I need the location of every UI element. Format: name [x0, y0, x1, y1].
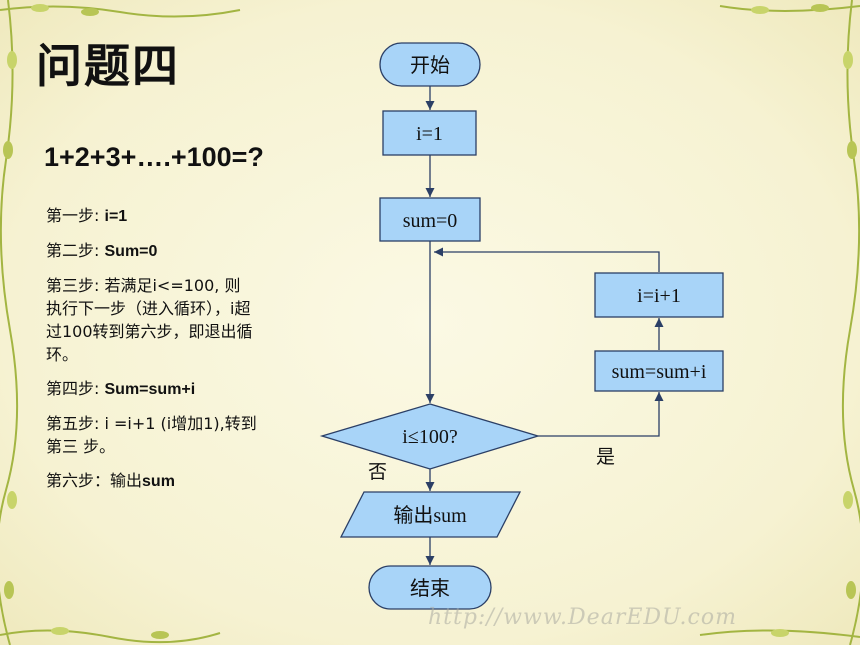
step-3-line-3: 过100转到第六步，即退出循 — [46, 322, 253, 341]
node-condition-label: i≤100? — [402, 426, 458, 448]
step-2: 第二步: Sum=0 — [46, 239, 336, 263]
node-output-label: 输出sum — [393, 504, 467, 527]
step-5-line-2: 第三 步。 — [46, 437, 116, 456]
step-5: 第五步: i =i+1 (i增加1),转到 第三 步。 — [46, 412, 336, 458]
node-increment: i=i+1 — [594, 272, 724, 318]
question-text: 1+2+3+….+100=? — [44, 142, 264, 172]
node-init-sum-label: sum=0 — [403, 210, 458, 232]
step-1: 第一步: i=1 — [46, 204, 336, 228]
node-init-i-label: i=1 — [416, 123, 443, 145]
vine-border-top — [0, 4, 860, 18]
step-6-prefix: 第六步：输出 — [46, 471, 143, 490]
yes-label: 是 — [596, 446, 615, 468]
step-1-value: i=1 — [104, 208, 128, 225]
step-2-value: Sum=0 — [104, 243, 158, 260]
step-6-value: sum — [142, 473, 175, 490]
node-condition: i≤100? — [319, 403, 541, 470]
node-output: 输出sum — [339, 491, 522, 538]
vine-border-right — [841, 0, 860, 645]
step-3: 第三步: 若满足i<=100, 则 执行下一步（进入循环），i超 过100转到第… — [46, 274, 336, 366]
node-increment-label: i=i+1 — [637, 285, 681, 307]
node-accumulate-label: sum=sum+i — [612, 361, 707, 383]
vine-border-left — [0, 0, 19, 645]
step-3-line-4: 环。 — [46, 345, 79, 364]
node-init-sum: sum=0 — [379, 197, 481, 242]
step-3-line-2: 执行下一步（进入循环），i超 — [46, 299, 251, 318]
node-end: 结束 — [368, 565, 492, 610]
step-1-prefix: 第一步: — [46, 206, 100, 225]
step-6: 第六步：输出sum — [46, 469, 336, 493]
arrow-increment-loop-back — [434, 247, 660, 272]
vine-border-bottom — [0, 627, 860, 644]
node-accumulate: sum=sum+i — [594, 350, 724, 392]
no-label: 否 — [368, 461, 387, 483]
step-4-value: Sum=sum+i — [104, 381, 196, 398]
arrow-condition-yes-to-accumulate — [538, 392, 664, 437]
step-3-line-1: 第三步: 若满足i<=100, 则 — [46, 276, 241, 295]
node-start: 开始 — [379, 42, 481, 87]
step-2-prefix: 第二步: — [46, 241, 100, 260]
page-title: 问题四 — [36, 39, 180, 93]
flow-connectors — [425, 86, 664, 565]
step-4-prefix: 第四步: — [46, 379, 100, 398]
watermark: http://www.DearEDU.com — [428, 605, 737, 630]
node-init-i: i=1 — [382, 110, 477, 156]
step-5-line-1: 第五步: i =i+1 (i增加1),转到 — [46, 414, 257, 433]
step-4: 第四步: Sum=sum+i — [46, 377, 336, 401]
steps-list: 第一步: i=1 第二步: Sum=0 第三步: 若满足i<=100, 则 执行… — [46, 204, 336, 504]
node-start-label: 开始 — [410, 54, 450, 77]
node-end-label: 结束 — [410, 577, 450, 600]
